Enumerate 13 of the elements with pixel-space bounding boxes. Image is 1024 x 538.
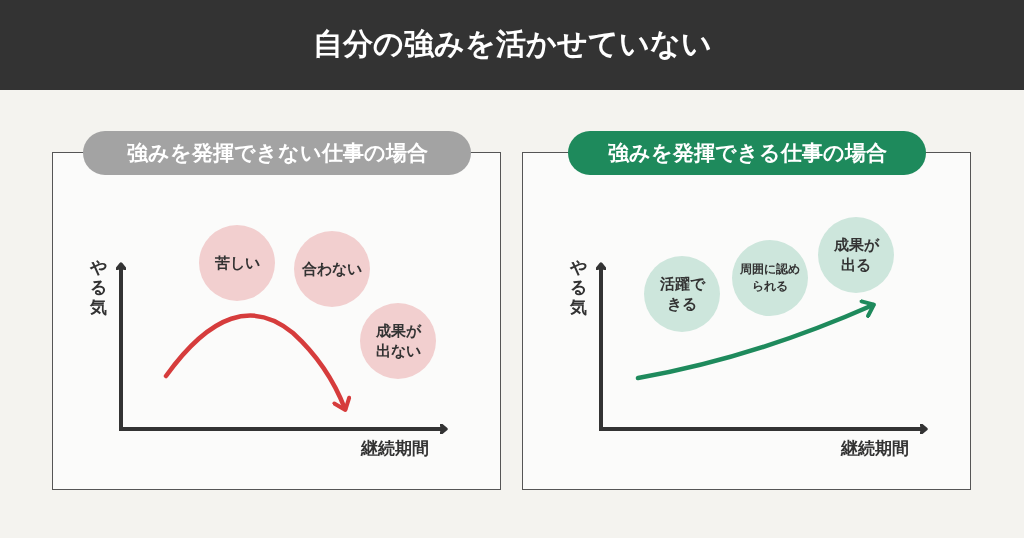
heading-pill: 強みを発揮できない仕事の場合 <box>83 131 471 175</box>
bubble: 活躍できる <box>644 256 720 332</box>
axis-label: やる気 <box>89 257 107 317</box>
bubble: 周囲に認められる <box>732 240 808 316</box>
title: 自分の強みを活かせていない <box>311 25 713 63</box>
bubble: 成果が出る <box>818 217 894 293</box>
bubble: 成果が出ない <box>360 303 436 379</box>
heading-pill: 強みを発揮できる仕事の場合 <box>568 131 926 175</box>
axis-label: 継続期間 <box>841 437 909 460</box>
bubble: 苦しい <box>199 225 275 301</box>
bubble: 合わない <box>294 231 370 307</box>
axis-label: 継続期間 <box>361 437 429 460</box>
axis-label: やる気 <box>569 257 587 317</box>
